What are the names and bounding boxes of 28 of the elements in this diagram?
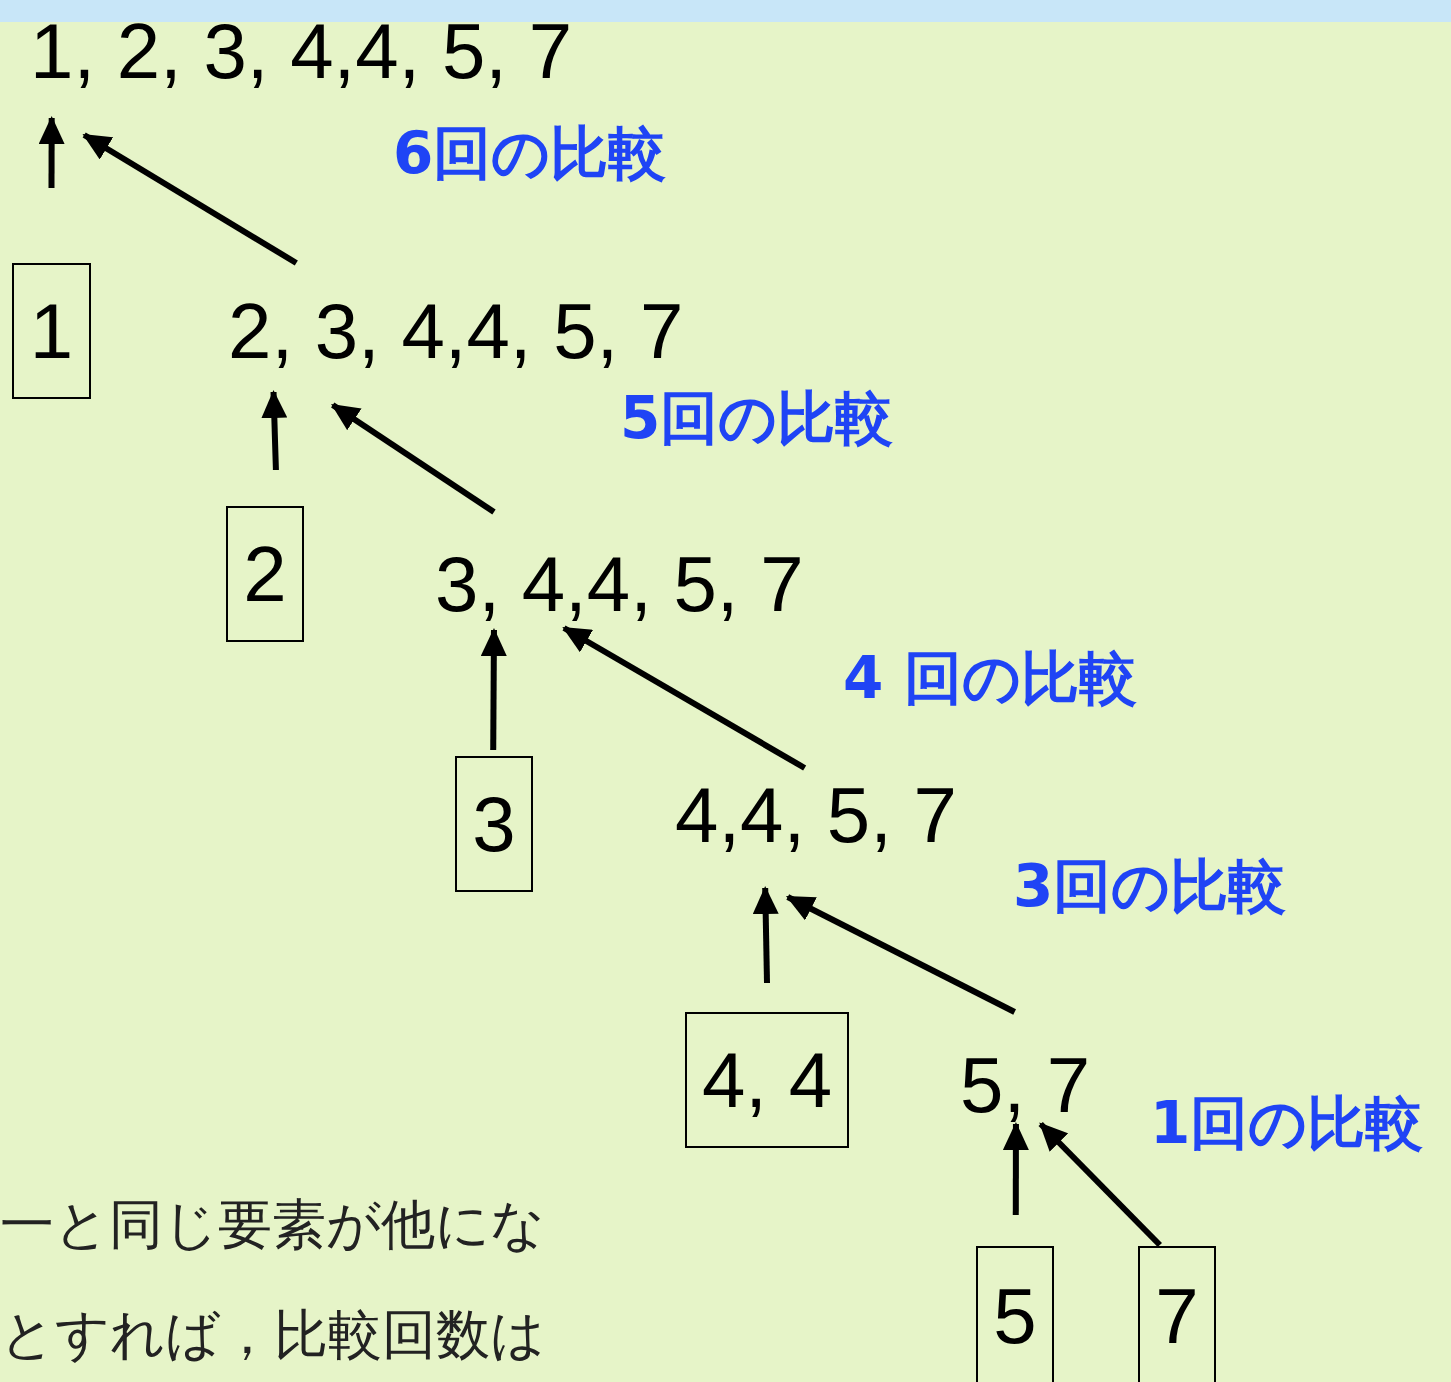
arrow xyxy=(331,402,496,515)
arrow xyxy=(785,894,1016,1015)
number-box: 2 xyxy=(226,506,304,642)
sorted-list: 1, 2, 3, 4,4, 5, 7 xyxy=(30,12,573,90)
sorted-list: 5, 7 xyxy=(960,1046,1091,1124)
arrow xyxy=(38,116,65,188)
number-box: 4, 4 xyxy=(685,1012,849,1148)
comparison-count: 6回の比較 xyxy=(393,122,667,186)
arrow xyxy=(1038,1121,1162,1248)
number-box: 1 xyxy=(12,263,91,399)
arrow xyxy=(82,132,298,266)
number-box: 7 xyxy=(1138,1246,1216,1382)
comparison-count: 4 回の比較 xyxy=(843,647,1137,711)
note-text: とすれば，比較回数は xyxy=(0,1305,545,1365)
number-box: 3 xyxy=(455,756,533,892)
arrow xyxy=(752,886,779,984)
sorted-list: 2, 3, 4,4, 5, 7 xyxy=(228,292,684,370)
comparison-count: 5回の比較 xyxy=(620,387,894,451)
arrow xyxy=(1002,1122,1029,1215)
arrow xyxy=(261,390,288,471)
sorted-list: 3, 4,4, 5, 7 xyxy=(435,545,804,623)
comparison-count: 1回の比較 xyxy=(1150,1092,1424,1156)
comparison-count: 3回の比較 xyxy=(1013,855,1287,919)
number-box: 5 xyxy=(976,1246,1054,1382)
arrow xyxy=(480,628,507,751)
sorted-list: 4,4, 5, 7 xyxy=(675,776,957,854)
note-text: 一と同じ要素が他にな xyxy=(0,1195,545,1255)
arrow xyxy=(562,625,807,771)
